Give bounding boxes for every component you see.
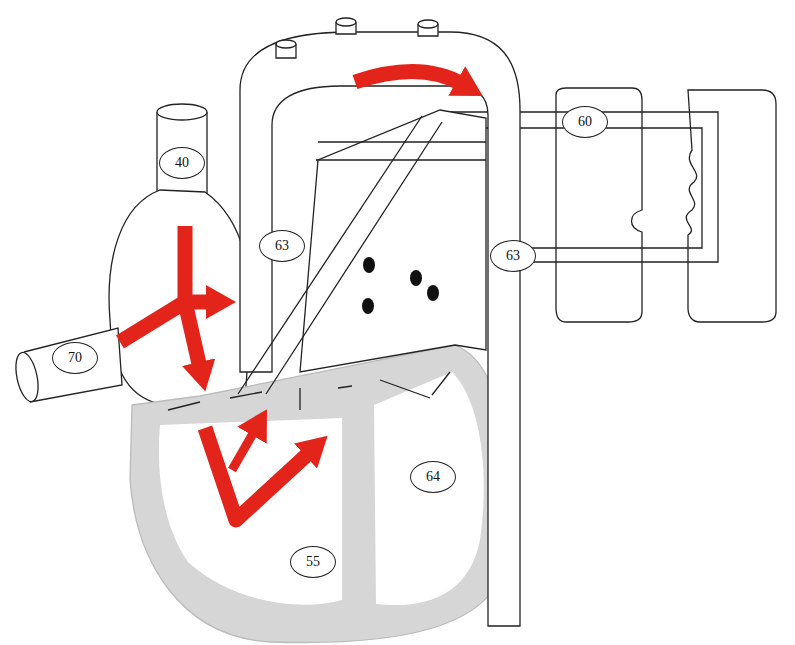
value-oval: 70 xyxy=(52,342,98,374)
vessel-opening xyxy=(12,350,42,403)
black-dot xyxy=(363,257,375,273)
inferior-vena-cava xyxy=(24,328,122,402)
left-ventricle xyxy=(374,372,484,605)
vessel-opening xyxy=(157,104,207,120)
vessel-opening xyxy=(418,20,438,28)
right-ventricle xyxy=(159,418,342,605)
left-lung xyxy=(556,88,642,322)
saturation-number: 63 xyxy=(275,238,289,253)
saturation-number: 70 xyxy=(68,350,82,365)
value-oval: 55 xyxy=(290,546,336,578)
ventricle-wall xyxy=(130,345,509,643)
flow-arrow xyxy=(205,428,310,520)
saturation-number: 55 xyxy=(306,554,320,569)
saturation-number: 63 xyxy=(506,248,520,263)
flow-arrow xyxy=(232,430,255,470)
value-oval: 64 xyxy=(410,461,456,493)
vessel-opening xyxy=(336,18,356,26)
black-dot xyxy=(362,298,374,314)
pulmonary-trunk xyxy=(300,110,486,372)
value-oval: 60 xyxy=(562,106,608,138)
right-atrium xyxy=(109,190,251,405)
diagonal-vessel xyxy=(238,116,442,394)
value-oval: 40 xyxy=(159,147,205,179)
black-dot xyxy=(427,285,439,301)
flow-arrow xyxy=(355,71,462,84)
aorta xyxy=(240,32,520,626)
valve xyxy=(168,372,450,410)
saturation-number: 60 xyxy=(578,114,592,129)
saturation-number: 40 xyxy=(175,155,189,170)
value-oval: 63 xyxy=(490,240,536,272)
dots xyxy=(362,257,439,314)
flow-arrow xyxy=(185,302,200,368)
right-lung xyxy=(686,90,776,322)
pulmonary-branch xyxy=(316,142,486,160)
saturation-number: 64 xyxy=(426,469,440,484)
black-dot xyxy=(410,270,422,286)
superior-vena-cava xyxy=(157,112,207,200)
value-oval: 63 xyxy=(259,230,305,262)
vessel-opening xyxy=(276,40,296,48)
flow-arrow xyxy=(120,226,185,342)
